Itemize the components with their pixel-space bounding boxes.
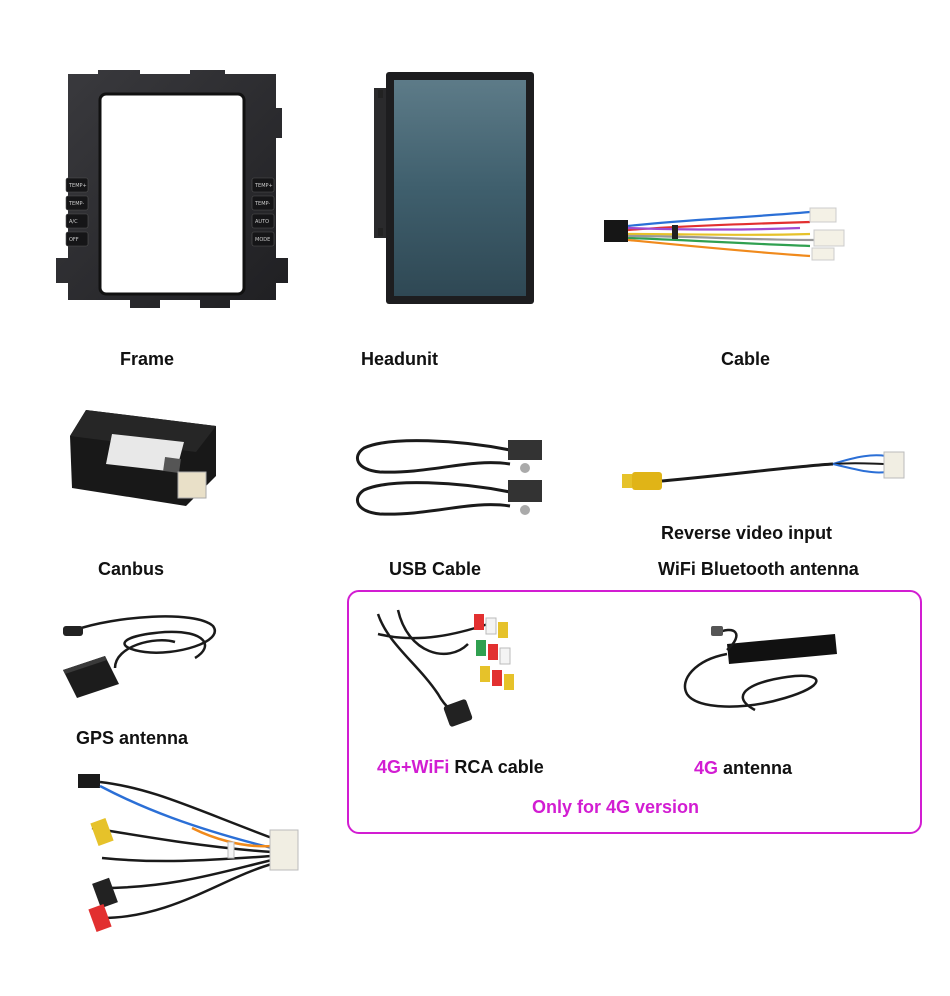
gps-antenna-image xyxy=(55,606,225,706)
canbus-image xyxy=(66,406,226,516)
rca-harness-icon xyxy=(78,774,299,933)
gps-antenna-label: GPS antenna xyxy=(76,728,189,748)
frame-btn-l1: TEMP+ xyxy=(68,183,87,189)
rca-cable-highlight: 4G+WiFi xyxy=(377,757,450,777)
rca-cable-image xyxy=(358,604,528,734)
canbus-label: Canbus xyxy=(98,559,165,579)
4g-version-note: Only for 4G version xyxy=(532,797,700,817)
usb-cable-image xyxy=(350,430,550,530)
frame-btn-r1: TEMP+ xyxy=(254,183,273,189)
reverse-video-label: Reverse video input xyxy=(661,523,833,543)
frame-btn-l3: A/C xyxy=(69,219,78,225)
frame-btn-l4: OFF xyxy=(69,237,79,243)
4g-antenna-icon xyxy=(683,626,837,712)
rca-cable-icon xyxy=(376,609,514,727)
reverse-video-image xyxy=(618,448,908,498)
4g-version-box xyxy=(347,590,922,834)
4g-antenna-image xyxy=(675,614,845,724)
canbus-box-icon xyxy=(70,410,216,506)
gps-antenna-icon xyxy=(63,615,217,698)
rca-reverse-cable-icon xyxy=(622,451,905,490)
4g-antenna-highlight: 4G xyxy=(694,758,719,778)
headunit-image xyxy=(372,68,537,308)
rca-harness-image xyxy=(72,768,304,938)
cable-label: Cable xyxy=(721,349,771,369)
frame-btn-l2: TEMP- xyxy=(68,201,84,207)
frame-image: TEMP+ TEMP- A/C OFF TEMP+ TEMP- AUTO MOD… xyxy=(50,68,300,313)
frame-label: Frame xyxy=(120,349,175,369)
dash-frame-icon: TEMP+ TEMP- A/C OFF TEMP+ TEMP- AUTO MOD… xyxy=(56,70,288,308)
rca-cable-label: 4G+WiFi RCA cable xyxy=(377,757,544,778)
wiring-harness-icon xyxy=(604,207,845,261)
usb-cable-label: USB Cable xyxy=(389,559,482,579)
frame-btn-r2: TEMP- xyxy=(254,201,270,207)
frame-btn-r4: MODE xyxy=(255,237,270,243)
headunit-screen-icon xyxy=(374,72,534,304)
cable-image xyxy=(600,190,860,270)
usb-cable-icon xyxy=(355,439,542,516)
headunit-label: Headunit xyxy=(361,349,439,369)
4g-antenna-rest: antenna xyxy=(718,758,793,778)
wifi-bt-antenna-label: WiFi Bluetooth antenna xyxy=(658,559,859,579)
4g-antenna-label: 4G antenna xyxy=(694,758,792,779)
rca-cable-rest: RCA cable xyxy=(449,757,544,777)
frame-btn-r3: AUTO xyxy=(255,219,269,225)
